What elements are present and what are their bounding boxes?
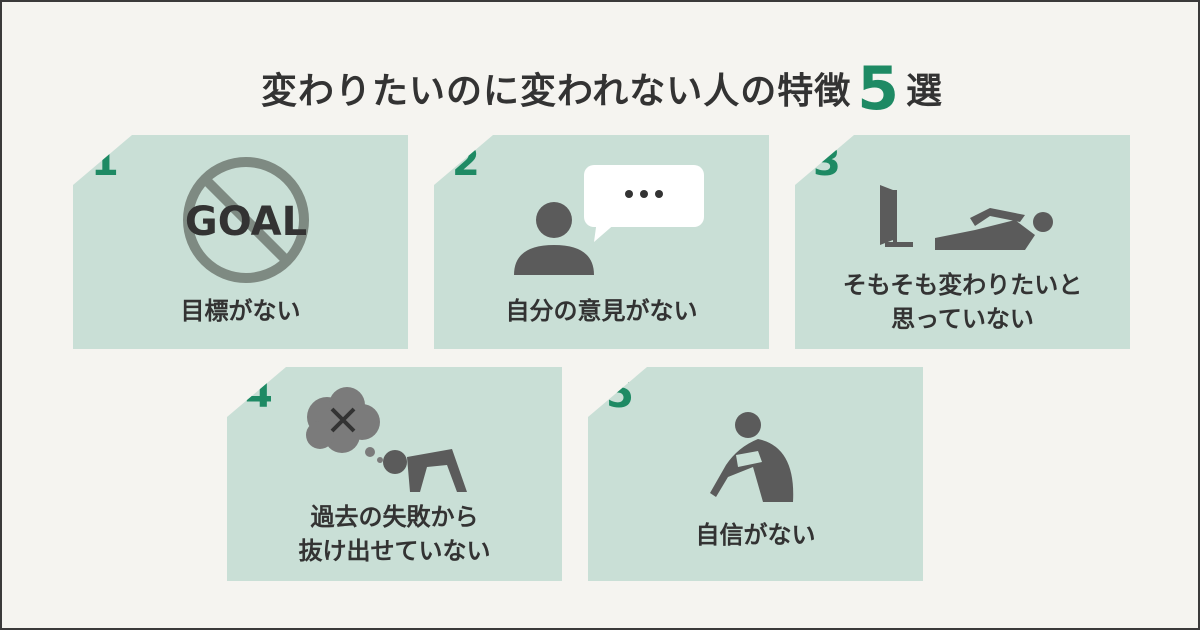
title-number: 5 [857, 54, 900, 124]
person-speech-bubble-icon [514, 165, 704, 275]
card-number: 2 [452, 139, 480, 185]
card-number: 5 [606, 371, 634, 417]
card-label-line2: 抜け出せていない [298, 537, 491, 565]
tv-lying-person-icon [880, 185, 1053, 250]
sitting-hugging-knees-icon [710, 412, 794, 502]
card-label: 自信がない [695, 521, 816, 549]
card-5: 5 自信がない [588, 367, 923, 581]
card-number: 3 [813, 139, 841, 185]
card-number: 4 [245, 371, 273, 417]
card-number: 1 [91, 139, 119, 185]
card-label: 自分の意見がない [505, 297, 698, 325]
title-suffix: 選 [905, 71, 943, 112]
no-goal-icon: GOAL [183, 157, 309, 283]
card-2: 2 自分の意見がない [434, 135, 769, 349]
card-label: 目標がない [180, 297, 301, 325]
card-label: そもそも変わりたいと [842, 271, 1083, 299]
title-text: 変わりたいのに変われない人の特徴 [261, 71, 852, 112]
kneeling-person-thought-icon [306, 387, 467, 492]
card-3: 3 そもそも変わりたいと 思っていない [795, 135, 1130, 349]
goal-text: GOAL [185, 199, 307, 245]
card-4: 4 過去の失敗から 抜け出せていない [227, 367, 562, 581]
card-label-line2: 思っていない [891, 305, 1034, 333]
card-label: 過去の失敗から [310, 503, 479, 531]
card-1: 1 GOAL 目標がない [73, 135, 408, 349]
